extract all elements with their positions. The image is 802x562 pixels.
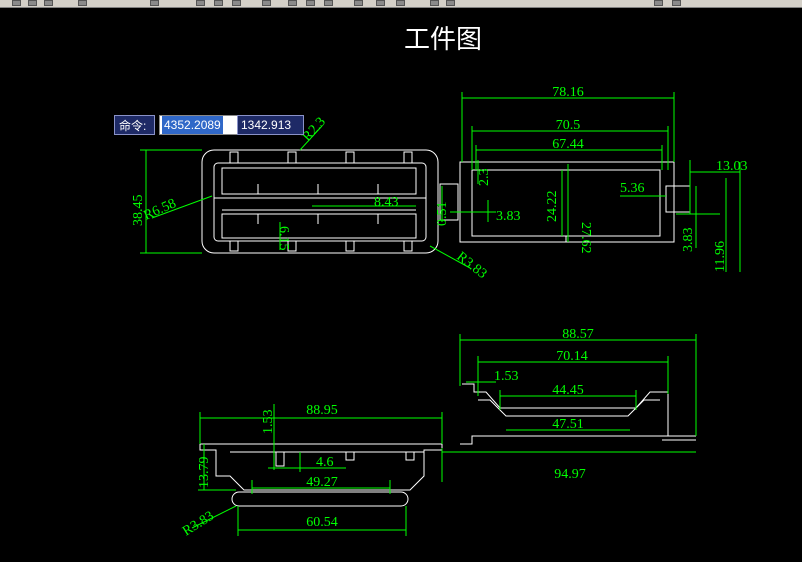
dimension-lines [140,92,741,536]
profile-view [460,383,669,445]
dim-38-45: 38.45 [131,195,146,227]
dim-27-62: 27.62 [578,222,593,254]
dim-r6-58: R6.58 [142,196,179,223]
sheet-set-icon[interactable] [354,0,363,6]
new-file-icon[interactable] [12,0,21,6]
side-view-inner [471,169,661,237]
dim-5-36: 5.36 [620,181,645,196]
dim-70-14: 70.14 [556,349,588,364]
drawing-canvas[interactable]: 工件图 [0,8,802,562]
top-view-slot-upper [221,167,417,195]
dim-11-96: 11.96 [713,241,728,272]
dim-6-15: 6.15 [276,226,291,251]
properties-icon[interactable] [288,0,297,6]
dim-4-6: 4.6 [316,455,334,470]
pan-icon[interactable] [196,0,205,6]
tool-palette-icon[interactable] [324,0,333,6]
y-coordinate-input[interactable]: 1342.913 [237,115,304,135]
x-coordinate-value: 4352.2089 [162,116,223,134]
print-icon[interactable] [78,0,87,6]
dim-1-53-profile: 1.53 [494,369,519,384]
dim-r3-83-bottom: R3.83 [180,509,217,540]
dim-88-95: 88.95 [306,403,338,418]
dim-3-83-mid: 3.83 [496,209,521,224]
dim-49-27: 49.27 [306,475,338,490]
dim-88-57: 88.57 [562,327,594,342]
top-view-inner [213,162,427,242]
sun-icon[interactable] [672,0,681,6]
dim-13-03: 13.03 [716,159,748,174]
lightbulb-icon[interactable] [654,0,663,6]
top-view-outer [201,149,439,254]
command-label: 命令: [114,115,155,135]
save-icon[interactable] [44,0,53,6]
open-file-icon[interactable] [28,0,37,6]
dim-78-16: 78.16 [552,85,584,100]
x-coordinate-input[interactable]: 4352.2089 [159,115,248,135]
layer-icon[interactable] [430,0,439,6]
zoom-icon[interactable] [214,0,223,6]
dim-1-53-front: 1.53 [261,410,276,435]
toolbar [0,0,802,8]
dim-67-44: 67.44 [552,137,584,152]
side-view-outer [459,161,675,243]
layer-state-icon[interactable] [446,0,455,6]
top-view-slot-lower [221,213,417,239]
dim-r2-3: R2.3 [300,115,329,145]
undo-icon[interactable] [150,0,159,6]
dim-13-79: 13.79 [197,457,212,489]
dim-2-3-side: 2.3 [477,169,492,187]
dim-94-97: 94.97 [554,467,586,482]
dim-70-5: 70.5 [556,118,581,133]
dim-47-51: 47.51 [552,417,584,432]
dim-0-51: 0.51 [435,202,450,227]
help-icon[interactable] [262,0,271,6]
design-center-icon[interactable] [306,0,315,6]
dim-8-43: 8.43 [374,195,399,210]
workpiece-geometry [199,149,696,507]
markup-icon[interactable] [376,0,385,6]
dim-60-54: 60.54 [306,515,338,530]
calculator-icon[interactable] [396,0,405,6]
dim-44-45: 44.45 [552,383,584,398]
dim-r3-83-top: R3.83 [454,249,490,282]
zoom-window-icon[interactable] [232,0,241,6]
dim-3-83-right: 3.83 [681,228,696,253]
drawing-title: 工件图 [404,25,482,54]
dim-24-22: 24.22 [545,191,560,223]
